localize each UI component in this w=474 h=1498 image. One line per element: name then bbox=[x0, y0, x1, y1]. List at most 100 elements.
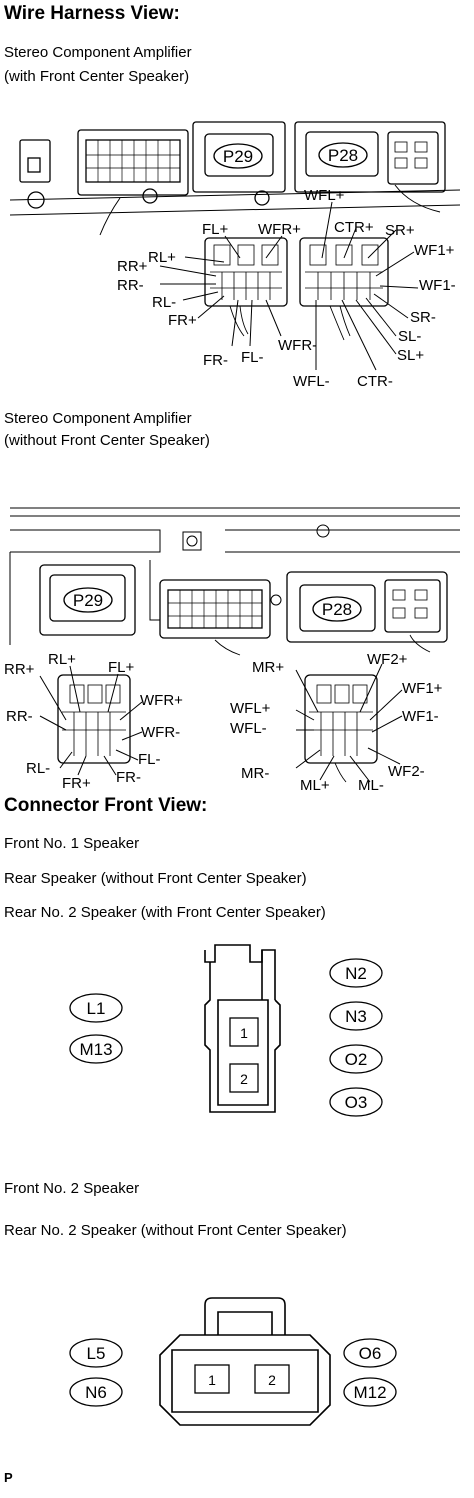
amp2-pin-label: ML- bbox=[358, 777, 384, 794]
p28-id-amp2: P28 bbox=[322, 600, 352, 619]
horizontal-2pin-connector bbox=[159, 1297, 331, 1426]
p28-oval-amp2 bbox=[312, 596, 362, 622]
amp1-pin-label: WF1- bbox=[419, 277, 456, 294]
amp1-pin-label: WF1+ bbox=[414, 242, 455, 259]
p29-oval-amp2 bbox=[63, 587, 113, 613]
connector-id-label: O6 bbox=[359, 1344, 382, 1363]
amp2-pin-label: WF1- bbox=[402, 708, 439, 725]
connector-id-label: O2 bbox=[345, 1050, 368, 1069]
p29-header-amp2 bbox=[39, 564, 136, 636]
amp1-small-connector bbox=[19, 139, 51, 183]
oval-n3 bbox=[329, 1001, 383, 1031]
amp2-pin-label: FL+ bbox=[108, 659, 135, 676]
amp1-pin-label: RL+ bbox=[148, 249, 176, 266]
oval-m13 bbox=[69, 1034, 123, 1064]
amp2-pin-label: FL- bbox=[138, 751, 161, 768]
amp1-pin-label: CTR+ bbox=[334, 219, 374, 236]
amp2-pin-label: RL+ bbox=[48, 651, 76, 668]
wire-harness-heading: Wire Harness View: bbox=[4, 3, 180, 24]
amp1-pin-label: WFL+ bbox=[304, 187, 345, 204]
amp2-left-plug bbox=[57, 674, 131, 764]
connector-id-label: L5 bbox=[87, 1344, 106, 1363]
amp1-left-plug bbox=[204, 237, 288, 307]
pin-1-box bbox=[229, 1017, 259, 1047]
connector-id-label: M12 bbox=[353, 1383, 386, 1402]
oval-o3 bbox=[329, 1087, 383, 1117]
amp1-multipin-connector bbox=[77, 129, 189, 196]
amp1-pin-label: SL+ bbox=[397, 347, 424, 364]
p28-header-amp1 bbox=[294, 121, 446, 193]
oval-l1 bbox=[69, 993, 123, 1023]
amp1-right-plug bbox=[299, 237, 389, 307]
connector-group2-diagram: 1 2 L5 N6 O6 M12 bbox=[69, 1297, 397, 1426]
amp1-pin-label: SR+ bbox=[385, 222, 415, 239]
group2-line: Front No. 2 Speaker bbox=[4, 1180, 140, 1197]
amp2-pin-label: WFL- bbox=[230, 720, 267, 737]
amp1-screw-1 bbox=[27, 191, 45, 209]
p28-header-amp2 bbox=[286, 571, 448, 643]
amp2-pin-label: MR- bbox=[241, 765, 269, 782]
connector-id-label: N6 bbox=[85, 1383, 107, 1402]
amp2-pin-label: RR+ bbox=[4, 661, 35, 678]
oval-l5 bbox=[69, 1338, 123, 1368]
connector-id-label: N3 bbox=[345, 1007, 367, 1026]
pin-1-box bbox=[194, 1364, 230, 1394]
pin-2-label: 2 bbox=[240, 1071, 248, 1087]
amp1-pin-label: FL- bbox=[241, 349, 264, 366]
amp2-pin-label: WF1+ bbox=[402, 680, 443, 697]
amp2-pin-label: RL- bbox=[26, 760, 50, 777]
amp2-pin-label: MR+ bbox=[252, 659, 284, 676]
vertical-2pin-connector bbox=[204, 944, 281, 1113]
amp2-harness-diagram bbox=[9, 507, 460, 783]
amp2-title-line1: Stereo Component Amplifier bbox=[4, 410, 192, 427]
amp2-labels: P29 P28 RR+ RL+ FL+ WFR+ RR- WFR- FL- RL… bbox=[4, 587, 443, 794]
pin-1-label: 1 bbox=[240, 1025, 248, 1041]
group1-line: Rear Speaker (without Front Center Speak… bbox=[4, 870, 307, 887]
amp1-title-line2: (with Front Center Speaker) bbox=[4, 68, 190, 85]
amp2-pin-label: WFL+ bbox=[230, 700, 271, 717]
amp1-pin-label: FL+ bbox=[202, 221, 229, 238]
p29-id-amp2: P29 bbox=[73, 591, 103, 610]
amp1-pin-label: FR+ bbox=[168, 312, 197, 329]
connector-id-label: L1 bbox=[87, 999, 106, 1018]
group1-line: Front No. 1 Speaker bbox=[4, 835, 140, 852]
connector-front-heading: Connector Front View: bbox=[4, 795, 208, 816]
amp2-pin-label: ML+ bbox=[300, 777, 330, 794]
oval-n6 bbox=[69, 1377, 123, 1407]
oval-o2 bbox=[329, 1044, 383, 1074]
pin-2-box bbox=[229, 1063, 259, 1093]
p29-header-amp1 bbox=[192, 121, 286, 193]
pin-2-label: 2 bbox=[268, 1372, 276, 1388]
p28-oval-amp1 bbox=[318, 142, 368, 168]
connector-group1-diagram: 1 2 L1 M13 N2 N3 O2 O3 bbox=[69, 944, 383, 1117]
amp1-screw-2 bbox=[254, 190, 270, 206]
amp2-pin-label: FR- bbox=[116, 769, 141, 786]
group1-line: Rear No. 2 Speaker (with Front Center Sp… bbox=[4, 904, 326, 921]
amp2-pin-label: FR+ bbox=[62, 775, 91, 792]
amp1-pin-label: WFR- bbox=[278, 337, 317, 354]
amp1-pin-label: WFL- bbox=[293, 373, 330, 390]
p29-oval-amp1 bbox=[213, 143, 263, 169]
amp1-pin-label: CTR- bbox=[357, 373, 393, 390]
amp1-title-line1: Stereo Component Amplifier bbox=[4, 44, 192, 61]
amp2-pin-label: WF2- bbox=[388, 763, 425, 780]
p28-id-amp1: P28 bbox=[328, 146, 358, 165]
amp2-pin-label: RR- bbox=[6, 708, 33, 725]
amp2-pin-label: WFR+ bbox=[140, 692, 183, 709]
p29-id-amp1: P29 bbox=[223, 147, 253, 166]
amp2-right-plug bbox=[304, 674, 378, 764]
amp1-pin-label: FR- bbox=[203, 352, 228, 369]
amp1-pin-label: RR+ bbox=[117, 258, 148, 275]
amp1-pin-label: SR- bbox=[410, 309, 436, 326]
oval-n2 bbox=[329, 958, 383, 988]
connector-id-label: M13 bbox=[79, 1040, 112, 1059]
amp1-pin-label: WFR+ bbox=[258, 221, 301, 238]
oval-o6 bbox=[343, 1338, 397, 1368]
pin-1-label: 1 bbox=[208, 1372, 216, 1388]
page-letter: P bbox=[4, 1470, 13, 1485]
amp2-multipin-connector bbox=[159, 579, 271, 639]
amp2-pin-label: WF2+ bbox=[367, 651, 408, 668]
connector-id-label: N2 bbox=[345, 964, 367, 983]
oval-m12 bbox=[343, 1377, 397, 1407]
pin-2-box bbox=[254, 1364, 290, 1394]
